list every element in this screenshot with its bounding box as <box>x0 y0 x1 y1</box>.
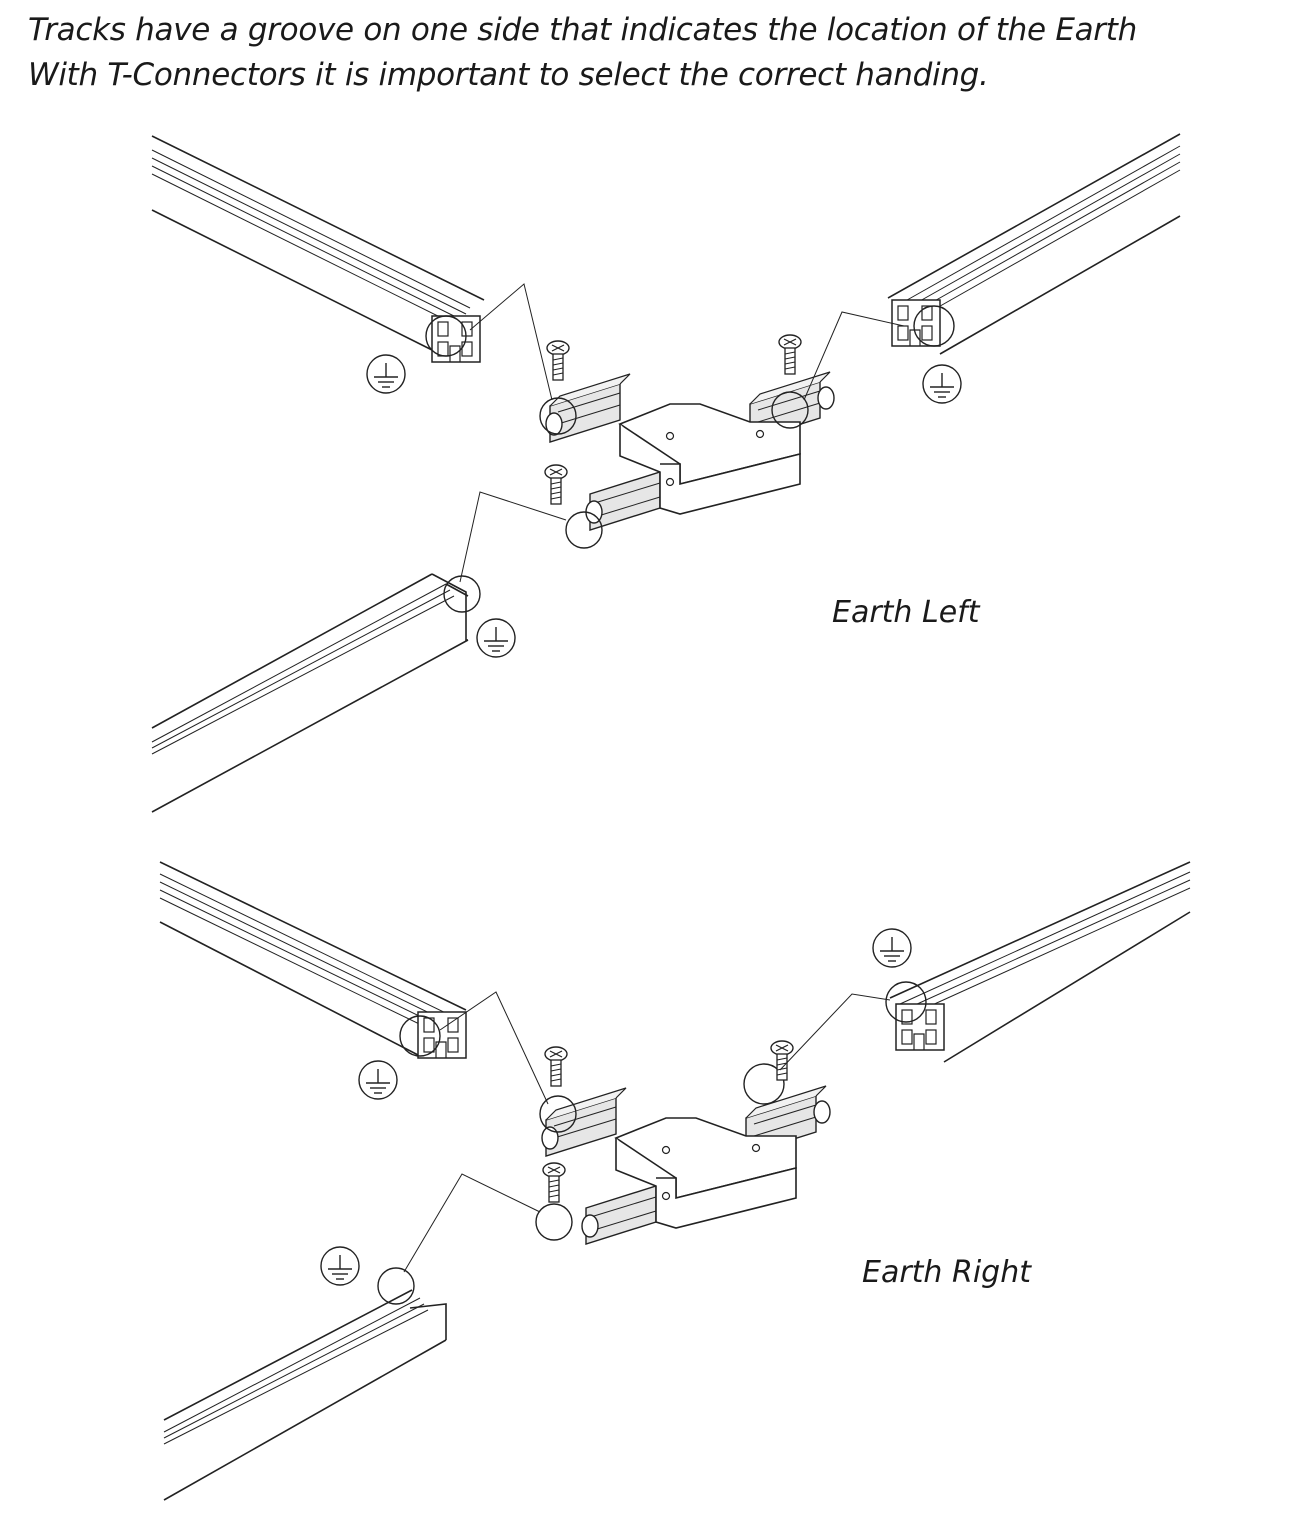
caption-line-1: Tracks have a groove on one side that in… <box>28 12 1137 48</box>
track-upper-right <box>887 133 1181 355</box>
screw-icon <box>544 1046 568 1087</box>
diagram-earth-left: Earth Left <box>151 133 1181 813</box>
caption-line-2: With T-Connectors it is important to sel… <box>28 57 989 93</box>
screw-icon <box>546 340 570 381</box>
diagram-earth-right: Earth Right <box>159 861 1191 1501</box>
screw-icon <box>778 334 802 375</box>
earth-ground-icon <box>922 364 962 404</box>
t-connector-earth-right <box>535 1063 831 1245</box>
earth-ground-icon <box>872 928 912 968</box>
track-upper-left <box>159 861 467 1059</box>
track-lower-left <box>163 1267 447 1501</box>
t-connector-earth-left <box>539 371 835 549</box>
caption: Tracks have a groove on one side that in… <box>28 8 1137 98</box>
label-earth-right: Earth Right <box>862 1255 1032 1290</box>
label-earth-left: Earth Left <box>832 595 981 630</box>
screw-icon <box>542 1162 566 1203</box>
earth-ground-icon <box>366 354 406 394</box>
track-upper-right <box>885 861 1191 1063</box>
earth-ground-icon <box>476 618 516 658</box>
earth-ground-icon <box>358 1060 398 1100</box>
track-lower-left <box>151 573 481 813</box>
screw-icon <box>544 464 568 505</box>
screw-icon <box>770 1040 794 1081</box>
earth-ground-icon <box>320 1246 360 1286</box>
track-upper-left <box>151 135 485 363</box>
